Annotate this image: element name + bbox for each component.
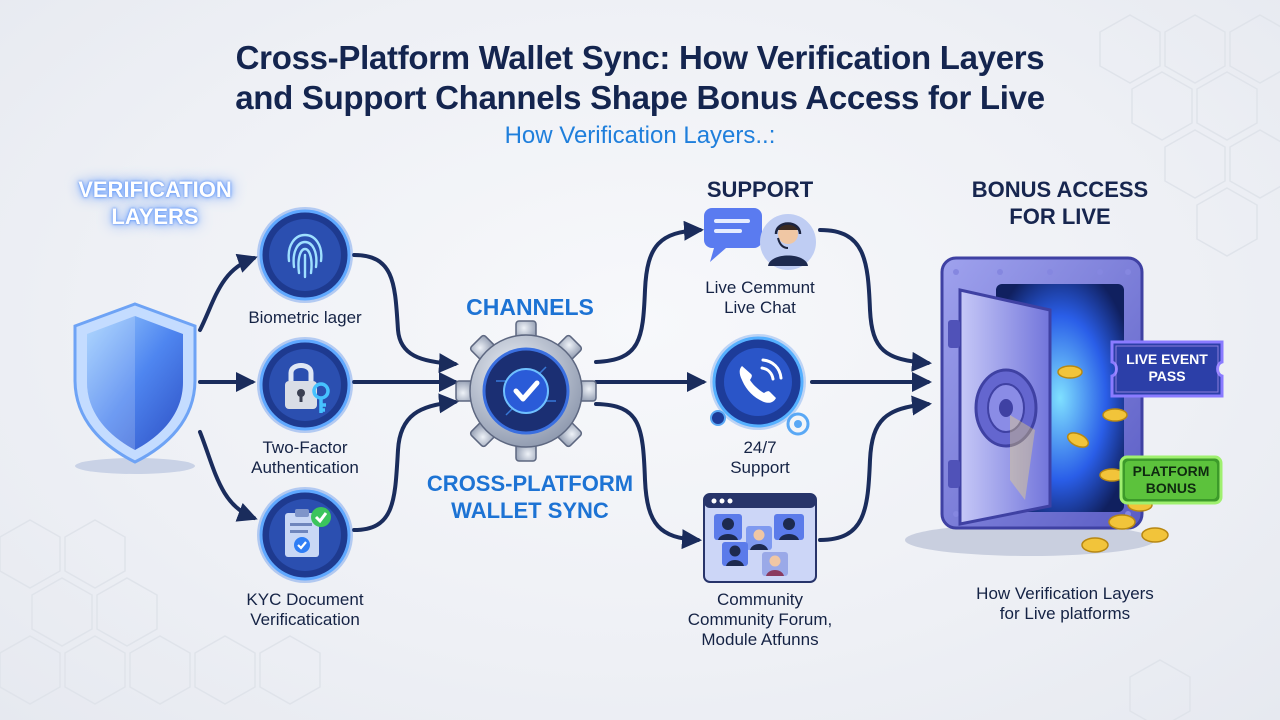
platform-bonus-line-2: BONUS [1145,480,1197,496]
bonus-caption-line-1: How Verification Layers [976,584,1154,603]
fingerprint-icon [287,233,323,279]
kyc-label-line-1: KYC Document [246,590,364,609]
hub-label: CROSS-PLATFORM WALLET SYNC [400,470,660,524]
bonus-access-heading: BONUS ACCESS FOR LIVE [950,176,1170,230]
phone-support-label-line-1: 24/7 [743,438,777,457]
platform-bonus-text: PLATFORM BONUS [1118,463,1224,497]
community-label-line-1: Community [717,590,803,609]
page-title-line-2: and Support Channels Shape Bonus Access … [235,79,1045,116]
arrow-hub-to-forum [594,402,702,550]
bonus-caption: How Verification Layers for Live platfor… [950,584,1180,624]
channels-heading: CHANNELS [466,294,594,320]
community-label-line-3: Module Atfunns [701,630,819,649]
live-chat-label-line-1: Live Cemmunt [705,278,815,297]
verification-heading-line-1: VERIFICATION [78,177,232,202]
phone-support-label-line-2: Support [730,458,790,477]
community-label-line-2: Community Forum, [687,610,833,629]
hub-label-line-1: CROSS-PLATFORM [426,471,634,496]
hub-label-line-2: WALLET SYNC [451,498,609,523]
bonus-heading-line-1: BONUS ACCESS [971,177,1149,202]
biometric-label-line-1: Biometric lager [248,308,362,327]
kyc-document-icon [285,507,331,557]
bonus-caption-line-2: for Live platforms [999,604,1131,623]
page-subtitle: How Verification Layers..: [504,122,776,149]
arrow-shield-to-kyc [198,430,258,522]
vault-icon [905,256,1169,556]
arrow-chat-to-vault [818,228,932,372]
page-title: Cross-Platform Wallet Sync: How Verifica… [0,38,1280,118]
kyc-label: KYC Document Verificatication [210,590,400,630]
kyc-label-line-2: Verificatication [250,610,360,629]
gear-checkmark-icon [455,320,597,462]
live-event-pass-line-2: PASS [1148,368,1186,384]
kyc-node [257,487,353,583]
arrow-hub-to-chat [594,220,704,364]
live-event-pass-line-1: LIVE EVENT [1126,351,1208,367]
live-event-pass-badge [1110,340,1224,398]
live-event-pass-text: LIVE EVENT PASS [1110,351,1224,385]
arrow-forum-to-vault [818,395,932,542]
community-forum-icon [703,493,817,583]
live-chat-label: Live Cemmunt Live Chat [660,278,860,318]
padlock-key-icon [285,363,330,413]
phone-support-label: 24/7 Support [660,438,860,478]
bonus-heading-line-2: FOR LIVE [1009,204,1111,229]
phone-support-icon [710,334,810,436]
live-chat-label-line-2: Live Chat [724,298,796,317]
platform-bonus-line-1: PLATFORM [1132,463,1210,479]
arrow-biometric-to-hub [352,253,459,374]
two-factor-label-line-1: Two-Factor [262,438,348,457]
page-title-line-1: Cross-Platform Wallet Sync: How Verifica… [235,39,1045,76]
biometric-label: Biometric lager [220,308,390,328]
community-forum-label: Community Community Forum, Module Atfunn… [650,590,870,650]
arrow-kyc-to-hub [352,393,459,532]
arrow-shield-to-biometric [198,253,258,332]
live-chat-agent-icon [704,208,816,270]
fingerprint-node [257,207,353,303]
two-factor-label-line-2: Authentication [251,458,359,477]
platform-bonus-badge [1119,455,1223,505]
two-factor-node [257,337,353,433]
shield-icon [73,302,197,474]
verification-heading-line-2: LAYERS [111,204,199,229]
two-factor-label: Two-Factor Authentication [220,438,390,478]
gold-coins-icon [1057,365,1169,553]
support-heading: SUPPORT [706,177,814,202]
verification-layers-heading: VERIFICATION LAYERS [50,176,260,230]
